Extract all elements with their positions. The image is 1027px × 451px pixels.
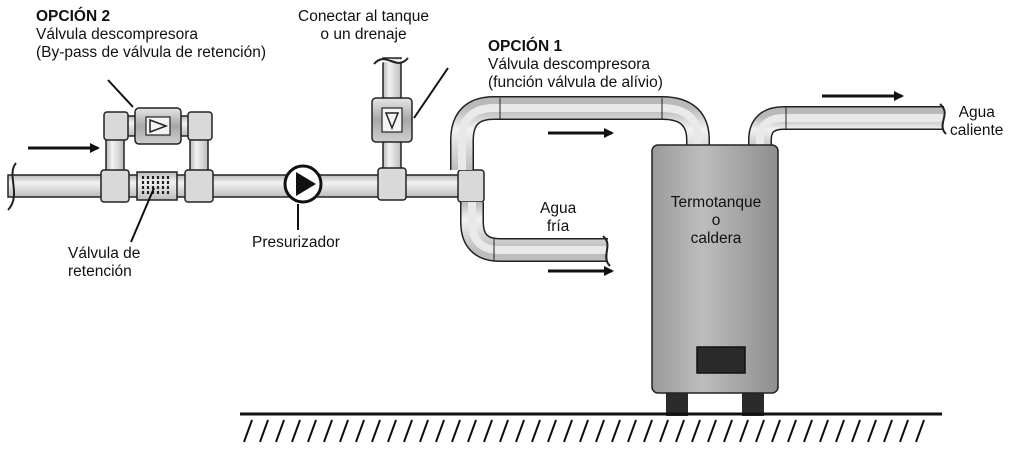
pump-label: Presurizador bbox=[252, 234, 340, 251]
leader-lines bbox=[107, 67, 449, 243]
heater-feed-pipe bbox=[450, 96, 710, 170]
cold-water-line1: Agua bbox=[540, 200, 577, 217]
tank-connect-line1: Conectar al tanque bbox=[298, 8, 429, 25]
option1-number: 1 bbox=[553, 38, 563, 55]
heater-label: Termotanque o caldera bbox=[656, 194, 776, 248]
option1-label: OPCIÓN 1 Válvula descompresora (función … bbox=[488, 38, 663, 92]
option2-line2: (By-pass de válvula de retención) bbox=[36, 44, 267, 61]
option2-title: OPCIÓN 2 bbox=[36, 8, 266, 26]
tank-connect-label: Conectar al tanque o un drenaje bbox=[298, 8, 429, 44]
option1-title: OPCIÓN 1 bbox=[488, 38, 663, 56]
heater-line2: o bbox=[711, 212, 721, 229]
cold-water-pipe bbox=[460, 202, 611, 267]
check-valve-line2: retención bbox=[68, 263, 132, 280]
water-heater bbox=[651, 144, 779, 416]
option1-line1: Válvula descompresora bbox=[488, 56, 650, 73]
cold-water-label: Agua fría bbox=[540, 200, 576, 236]
tank-connect-line2: o un drenaje bbox=[320, 26, 407, 43]
check-valve-label: Válvula de retención bbox=[68, 245, 140, 281]
option2-prefix: OPCIÓN bbox=[36, 8, 98, 25]
flow-arrows bbox=[28, 91, 904, 276]
tee-fitting bbox=[457, 169, 485, 203]
hot-water-line2: caliente bbox=[950, 122, 1004, 139]
cold-water-line2: fría bbox=[546, 218, 570, 235]
option1-relief-valve bbox=[371, 97, 413, 143]
heater-line1: Termotanque bbox=[670, 194, 762, 211]
ground-line bbox=[240, 412, 942, 443]
check-valve bbox=[136, 171, 178, 201]
check-valve-line1: Válvula de bbox=[68, 245, 141, 262]
hot-water-line1: Agua bbox=[958, 104, 995, 121]
option2-label: OPCIÓN 2 Válvula descompresora (By-pass … bbox=[36, 8, 266, 62]
option2-line1: Válvula descompresora bbox=[36, 26, 198, 43]
heater-line3: caldera bbox=[690, 230, 742, 247]
option1-prefix: OPCIÓN bbox=[488, 38, 550, 55]
hot-water-label: Agua caliente bbox=[950, 104, 1003, 140]
option2-number: 2 bbox=[101, 8, 111, 25]
option2-relief-valve bbox=[134, 107, 182, 145]
pump-icon bbox=[283, 164, 323, 204]
drain-riser-pipe bbox=[373, 57, 409, 201]
main-supply-pipe bbox=[7, 162, 479, 211]
hot-water-pipe bbox=[748, 103, 947, 150]
option1-line2: (función válvula de alívio) bbox=[488, 74, 663, 91]
